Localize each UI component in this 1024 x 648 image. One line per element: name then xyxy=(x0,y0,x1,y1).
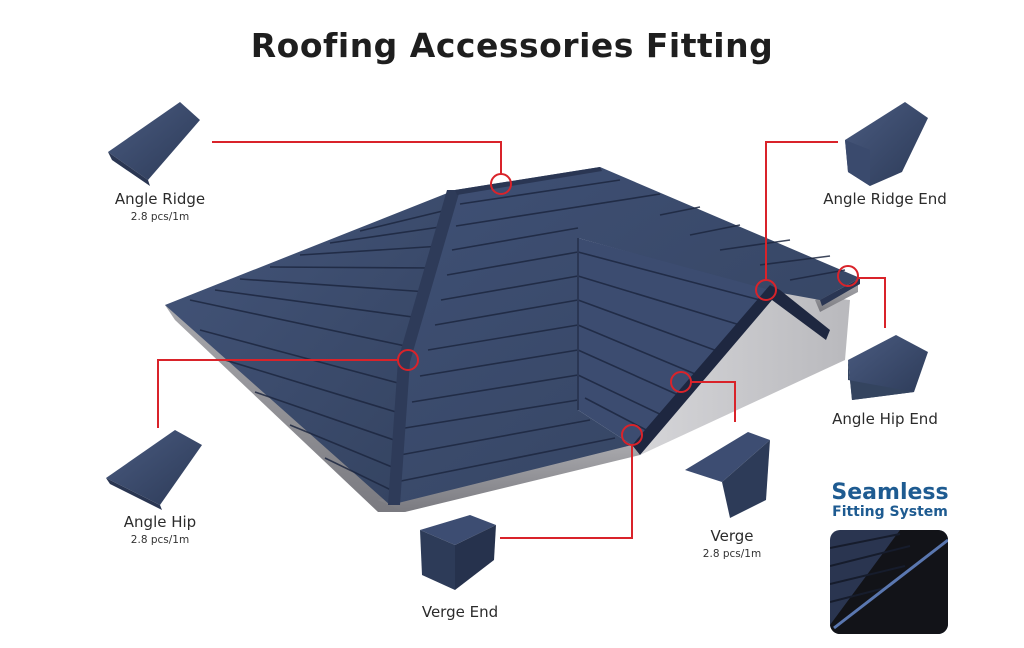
accessory-name: Angle Ridge xyxy=(114,190,206,208)
accessory-name: Angle Hip End xyxy=(832,410,938,428)
accessory-name: Verge xyxy=(710,527,754,545)
angle-ridge-end-part xyxy=(845,102,928,186)
callout-lines xyxy=(157,141,886,539)
angle-hip-part xyxy=(106,430,202,510)
accessory-spec: 2.8 pcs/1m xyxy=(702,548,762,560)
seamless-heading: Seamless Fitting System xyxy=(815,480,965,520)
accessory-spec: 2.8 pcs/1m xyxy=(130,211,190,223)
page-title: Roofing Accessories Fitting xyxy=(250,26,774,65)
accessory-spec: 2.8 pcs/1m xyxy=(130,534,190,546)
label-angle-ridge-end: Angle Ridge End xyxy=(805,190,965,208)
label-verge: Verge 2.8 pcs/1m xyxy=(672,527,792,560)
label-verge-end: Verge End xyxy=(400,603,520,621)
seamless-line1: Seamless xyxy=(831,480,949,505)
label-angle-hip: Angle Hip 2.8 pcs/1m xyxy=(100,513,220,546)
accessory-name: Angle Ridge End xyxy=(823,190,947,208)
callout-markers xyxy=(397,173,859,446)
roof-tiles xyxy=(165,167,860,505)
accessory-name: Angle Hip xyxy=(123,513,197,531)
seamless-line2: Fitting System xyxy=(832,504,948,520)
seamless-thumbnail xyxy=(830,530,948,634)
label-angle-hip-end: Angle Hip End xyxy=(810,410,960,428)
hip-ridge xyxy=(388,190,460,505)
angle-ridge-part xyxy=(108,102,200,186)
verge-part xyxy=(685,432,770,518)
angle-hip-end-part xyxy=(848,335,928,400)
accessory-name: Verge End xyxy=(421,603,499,621)
verge-end-part xyxy=(420,515,496,590)
label-angle-ridge: Angle Ridge 2.8 pcs/1m xyxy=(100,190,220,223)
verge xyxy=(632,285,830,455)
